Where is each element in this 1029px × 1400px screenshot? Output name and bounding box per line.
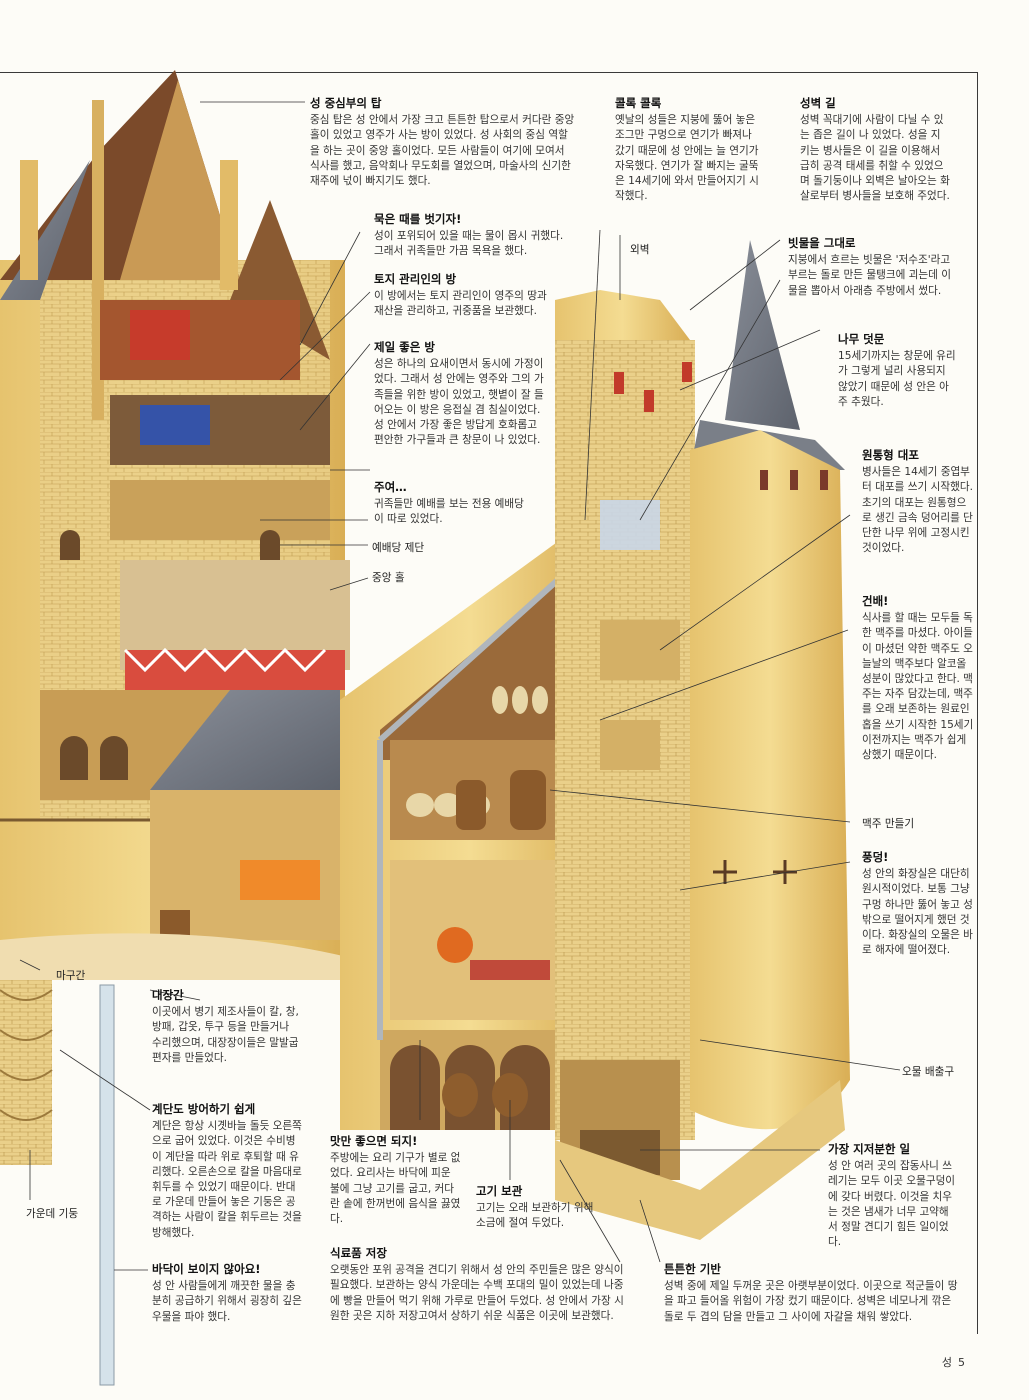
callout-text: 주방에는 요리 기구가 별로 없었다. 요리사는 바닥에 피운 불에 그냥 고기… bbox=[330, 1152, 461, 1226]
smithy-building bbox=[0, 690, 360, 980]
label-altar: 예배당 제단 bbox=[372, 542, 425, 554]
callout-text: 지붕에서 흐르는 빗물은 '저수조'라고 부르는 돌로 만든 물탱크에 괴는데 … bbox=[788, 254, 952, 297]
callout-wallwalk: 성벽 길 성벽 꼭대기에 사람이 다닐 수 있는 좁은 길이 나 있었다. 성을… bbox=[800, 96, 950, 204]
callout-text: 중심 탑은 성 안에서 가장 크고 튼튼한 탑으로서 커다란 중앙 홀이 있었고… bbox=[310, 114, 575, 188]
callout-text: 성 안 여러 곳의 잡동사니 쓰레기는 모두 이곳 오물구덩이에 갖다 버렸다.… bbox=[828, 1160, 956, 1249]
callout-title: 풍덩! bbox=[862, 850, 889, 864]
corner-tower bbox=[555, 240, 850, 1240]
callout-title: 토지 관리인의 방 bbox=[374, 272, 457, 286]
frame-right-line bbox=[977, 72, 978, 1334]
callout-title: 대장간 bbox=[152, 988, 184, 1002]
label-great-hall: 중앙 홀 bbox=[372, 572, 405, 584]
callout-title: 성벽 길 bbox=[800, 96, 836, 110]
callout-title: 주여… bbox=[374, 480, 407, 494]
callout-text: 병사들은 14세기 중엽부터 대포를 쓰기 시작했다. 초기의 대포는 원통형으… bbox=[862, 466, 973, 555]
stair-tower bbox=[0, 975, 115, 1386]
page-number: 5 bbox=[958, 1356, 965, 1369]
callout-steward: 토지 관리인의 방 이 방에서는 토지 관리인이 영주의 땅과 재산을 관리하고… bbox=[374, 272, 559, 320]
callout-cheers: 건배! 식사를 할 때는 모두들 독한 맥주를 마셨다. 아이들이 마셨던 약한… bbox=[862, 594, 974, 763]
callout-title: 가장 지저분한 일 bbox=[828, 1142, 911, 1156]
leader-lines bbox=[19, 101, 901, 1271]
callout-title: 바닥이 보이지 않아요! bbox=[152, 1262, 261, 1276]
callout-tasty: 맛만 좋으면 되지! 주방에는 요리 기구가 별로 없었다. 요리사는 바닥에 … bbox=[330, 1134, 462, 1227]
callout-text: 성 안 사람들에게 깨끗한 물을 충분히 공급하기 위해서 굉장히 깊은 우물을… bbox=[152, 1280, 302, 1323]
callout-text: 계단은 항상 시곗바늘 돌듯 오른쪽으로 굽어 있었다. 이것은 수비병이 계단… bbox=[152, 1120, 302, 1239]
callout-text: 오랫동안 포위 공격을 견디기 위해서 성 안의 주민들은 많은 양식이 필요했… bbox=[330, 1264, 624, 1322]
callout-keep: 성 중심부의 탑 중심 탑은 성 안에서 가장 크고 튼튼한 탑으로서 커다란 … bbox=[310, 96, 575, 189]
label-brewing: 맥주 만들기 bbox=[862, 818, 915, 830]
callout-storage: 식료품 저장 오랫동안 포위 공격을 견디기 위해서 성 안의 주민들은 많은 … bbox=[330, 1246, 630, 1324]
callout-meat: 고기 보관 고기는 오래 보관하기 위해 소금에 절여 두었다. bbox=[476, 1184, 594, 1232]
callout-dirtiest: 가장 지저분한 일 성 안 여러 곳의 잡동사니 쓰레기는 모두 이곳 오물구덩… bbox=[828, 1142, 956, 1250]
callout-well: 바닥이 보이지 않아요! 성 안 사람들에게 깨끗한 물을 충분히 공급하기 위… bbox=[152, 1262, 302, 1325]
label-stable: 마구간 bbox=[56, 970, 86, 982]
callout-title: 원통형 대포 bbox=[862, 448, 919, 462]
callout-shutters: 나무 덧문 15세기까지는 창문에 유리가 그렇게 널리 사용되지 않았기 때문… bbox=[838, 332, 956, 410]
callout-title: 건배! bbox=[862, 594, 889, 608]
callout-rain: 빗물을 그대로 지붕에서 흐르는 빗물은 '저수조'라고 부르는 돌로 만든 물… bbox=[788, 236, 953, 299]
callout-text: 성이 포위되어 있을 때는 물이 몹시 귀했다. 그래서 귀족들만 가끔 목욕을… bbox=[374, 230, 564, 258]
callout-bath: 묵은 때를 벗기자! 성이 포위되어 있을 때는 물이 몹시 귀했다. 그래서 … bbox=[374, 212, 574, 260]
callout-title: 콜록 콜록 bbox=[615, 96, 662, 110]
callout-plop: 풍덩! 성 안의 화장실은 대단히 원시적이었다. 보통 그냥 구멍 하나만 뚫… bbox=[862, 850, 974, 958]
callout-chimney: 콜록 콜록 옛날의 성들은 지붕에 뚫어 놓은 조그만 구멍으로 연기가 빠져나… bbox=[615, 96, 760, 204]
callout-bestroom: 제일 좋은 방 성은 하나의 요새이면서 동시에 가정이었다. 그래서 성 안에… bbox=[374, 340, 544, 448]
callout-text: 옛날의 성들은 지붕에 뚫어 놓은 조그만 구멍으로 연기가 빠져나갔기 때문에… bbox=[615, 114, 759, 203]
callout-text: 성벽 중에 제일 두꺼운 곳은 아랫부분이었다. 이곳으로 적군들이 땅을 파고… bbox=[664, 1280, 958, 1323]
callout-text: 귀족들만 예배를 보는 전용 예배당이 따로 있었다. bbox=[374, 498, 524, 526]
callout-text: 고기는 오래 보관하기 위해 소금에 절여 두었다. bbox=[476, 1202, 594, 1230]
callout-smithy: 대장간 이곳에서 병기 제조사들이 칼, 창, 방패, 갑옷, 투구 등을 만들… bbox=[152, 988, 302, 1066]
callout-text: 이곳에서 병기 제조사들이 칼, 창, 방패, 갑옷, 투구 등을 만들거나 수… bbox=[152, 1006, 299, 1064]
callout-text: 성은 하나의 요새이면서 동시에 가정이었다. 그래서 성 안에는 영주와 그의… bbox=[374, 358, 544, 447]
callout-title: 튼튼한 기반 bbox=[664, 1262, 721, 1276]
callout-text: 이 방에서는 토지 관리인이 영주의 땅과 재산을 관리하고, 귀중품을 보관했… bbox=[374, 290, 547, 318]
callout-cannon: 원통형 대포 병사들은 14세기 중엽부터 대포를 쓰기 시작했다. 초기의 대… bbox=[862, 448, 974, 556]
callout-title: 나무 덧문 bbox=[838, 332, 885, 346]
callout-title: 고기 보관 bbox=[476, 1184, 523, 1198]
page-section: 성 bbox=[941, 1356, 952, 1369]
callout-stairs: 계단도 방어하기 쉽게 계단은 항상 시곗바늘 돌듯 오른쪽으로 굽어 있었다.… bbox=[152, 1102, 302, 1241]
callout-title: 묵은 때를 벗기자! bbox=[374, 212, 462, 226]
callout-title: 제일 좋은 방 bbox=[374, 340, 435, 354]
label-outer-wall: 외벽 bbox=[630, 244, 650, 256]
callout-title: 식료품 저장 bbox=[330, 1246, 387, 1260]
frame-top-line bbox=[0, 72, 978, 73]
label-newel: 가운데 기둥 bbox=[26, 1208, 79, 1220]
label-chute: 오물 배출구 bbox=[902, 1066, 955, 1078]
callout-title: 빗물을 그대로 bbox=[788, 236, 856, 250]
callout-text: 15세기까지는 창문에 유리가 그렇게 널리 사용되지 않았기 때문에 성 안은… bbox=[838, 350, 956, 408]
callout-title: 맛만 좋으면 되지! bbox=[330, 1134, 418, 1148]
callout-title: 성 중심부의 탑 bbox=[310, 96, 382, 110]
callout-text: 성 안의 화장실은 대단히 원시적이었다. 보통 그냥 구멍 하나만 뚫어 놓고… bbox=[862, 868, 973, 957]
callout-title: 계단도 방어하기 쉽게 bbox=[152, 1102, 256, 1116]
callout-text: 성벽 꼭대기에 사람이 다닐 수 있는 좁은 길이 나 있었다. 성을 지키는 … bbox=[800, 114, 950, 203]
callout-foundation: 튼튼한 기반 성벽 중에 제일 두꺼운 곳은 아랫부분이었다. 이곳으로 적군들… bbox=[664, 1262, 964, 1325]
callout-text: 식사를 할 때는 모두들 독한 맥주를 마셨다. 아이들이 마셨던 약한 맥주도… bbox=[862, 612, 974, 762]
callout-lord: 주여… 귀족들만 예배를 보는 전용 예배당이 따로 있었다. bbox=[374, 480, 524, 528]
